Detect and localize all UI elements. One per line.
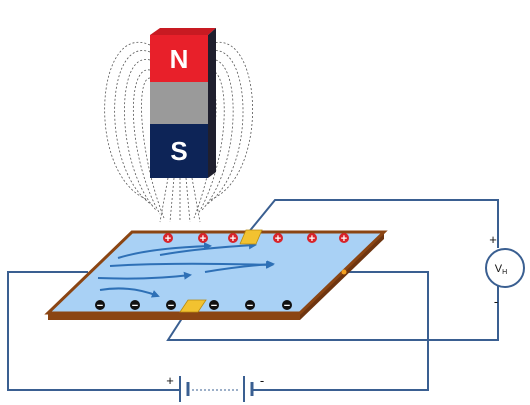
right-current-contact — [341, 269, 347, 275]
voltmeter-minus-label: - — [494, 294, 498, 309]
svg-text:−: − — [97, 300, 103, 312]
svg-text:+: + — [165, 233, 171, 245]
svg-text:+: + — [230, 233, 236, 245]
svg-text:+: + — [200, 233, 206, 245]
conducting-plate: + + + + + + − − − − − − — [44, 229, 388, 320]
positive-charge: + — [163, 233, 173, 245]
svg-text:−: − — [168, 300, 174, 312]
svg-text:+: + — [309, 233, 315, 245]
positive-charges: + + + + + + — [163, 233, 349, 245]
bar-magnet: N S — [150, 28, 216, 178]
negative-charges: − − − − − − — [95, 300, 292, 312]
north-label: N — [170, 44, 189, 74]
negative-charge: − — [130, 300, 140, 312]
hall-voltmeter: VH + - — [485, 232, 525, 309]
battery-minus-label: - — [260, 373, 264, 388]
positive-charge: + — [339, 233, 349, 245]
magnet-north-pole — [150, 35, 208, 82]
current-arrow — [99, 287, 160, 298]
positive-charge: + — [307, 233, 317, 245]
current-arrow — [109, 260, 274, 269]
battery: + - — [166, 373, 264, 402]
positive-charge: + — [198, 233, 208, 245]
circuit-wires — [7, 199, 499, 391]
svg-text:−: − — [132, 300, 138, 312]
plate-bottom-edge — [48, 313, 300, 320]
negative-charge: − — [95, 300, 105, 312]
negative-charge: − — [245, 300, 255, 312]
magnet-south-pole — [150, 124, 208, 178]
negative-charge: − — [166, 300, 176, 312]
voltmeter-body — [485, 248, 525, 288]
current-arrow — [97, 271, 192, 280]
top-voltage-contact — [239, 229, 263, 245]
plate-top-surface — [44, 230, 388, 315]
negative-charge: − — [209, 300, 219, 312]
current-arrow — [159, 241, 257, 256]
current-arrow — [204, 260, 275, 273]
svg-text:−: − — [247, 300, 253, 312]
voltmeter-label: VH — [495, 263, 507, 276]
wire-left-supply — [7, 271, 180, 391]
magnet-side-face — [208, 28, 216, 178]
svg-text:+: + — [341, 233, 347, 245]
wire-voltmeter-to-bottom-contact — [166, 286, 499, 341]
svg-text:−: − — [211, 300, 217, 312]
svg-text:−: − — [284, 300, 290, 312]
svg-text:+: + — [275, 233, 281, 245]
south-label: S — [170, 136, 187, 166]
bottom-voltage-contact — [179, 299, 207, 313]
wire-top-contact-to-voltmeter — [247, 199, 499, 248]
voltmeter-plus-label: + — [489, 232, 497, 247]
positive-charge: + — [273, 233, 283, 245]
magnet-middle — [150, 82, 208, 124]
positive-charge: + — [228, 233, 238, 245]
magnet-top-face — [150, 28, 216, 35]
battery-plus-label: + — [166, 373, 174, 388]
negative-charge: − — [282, 300, 292, 312]
wire-right-supply — [252, 271, 429, 391]
current-arrow — [117, 242, 212, 259]
current-flow-arrows — [97, 241, 275, 298]
